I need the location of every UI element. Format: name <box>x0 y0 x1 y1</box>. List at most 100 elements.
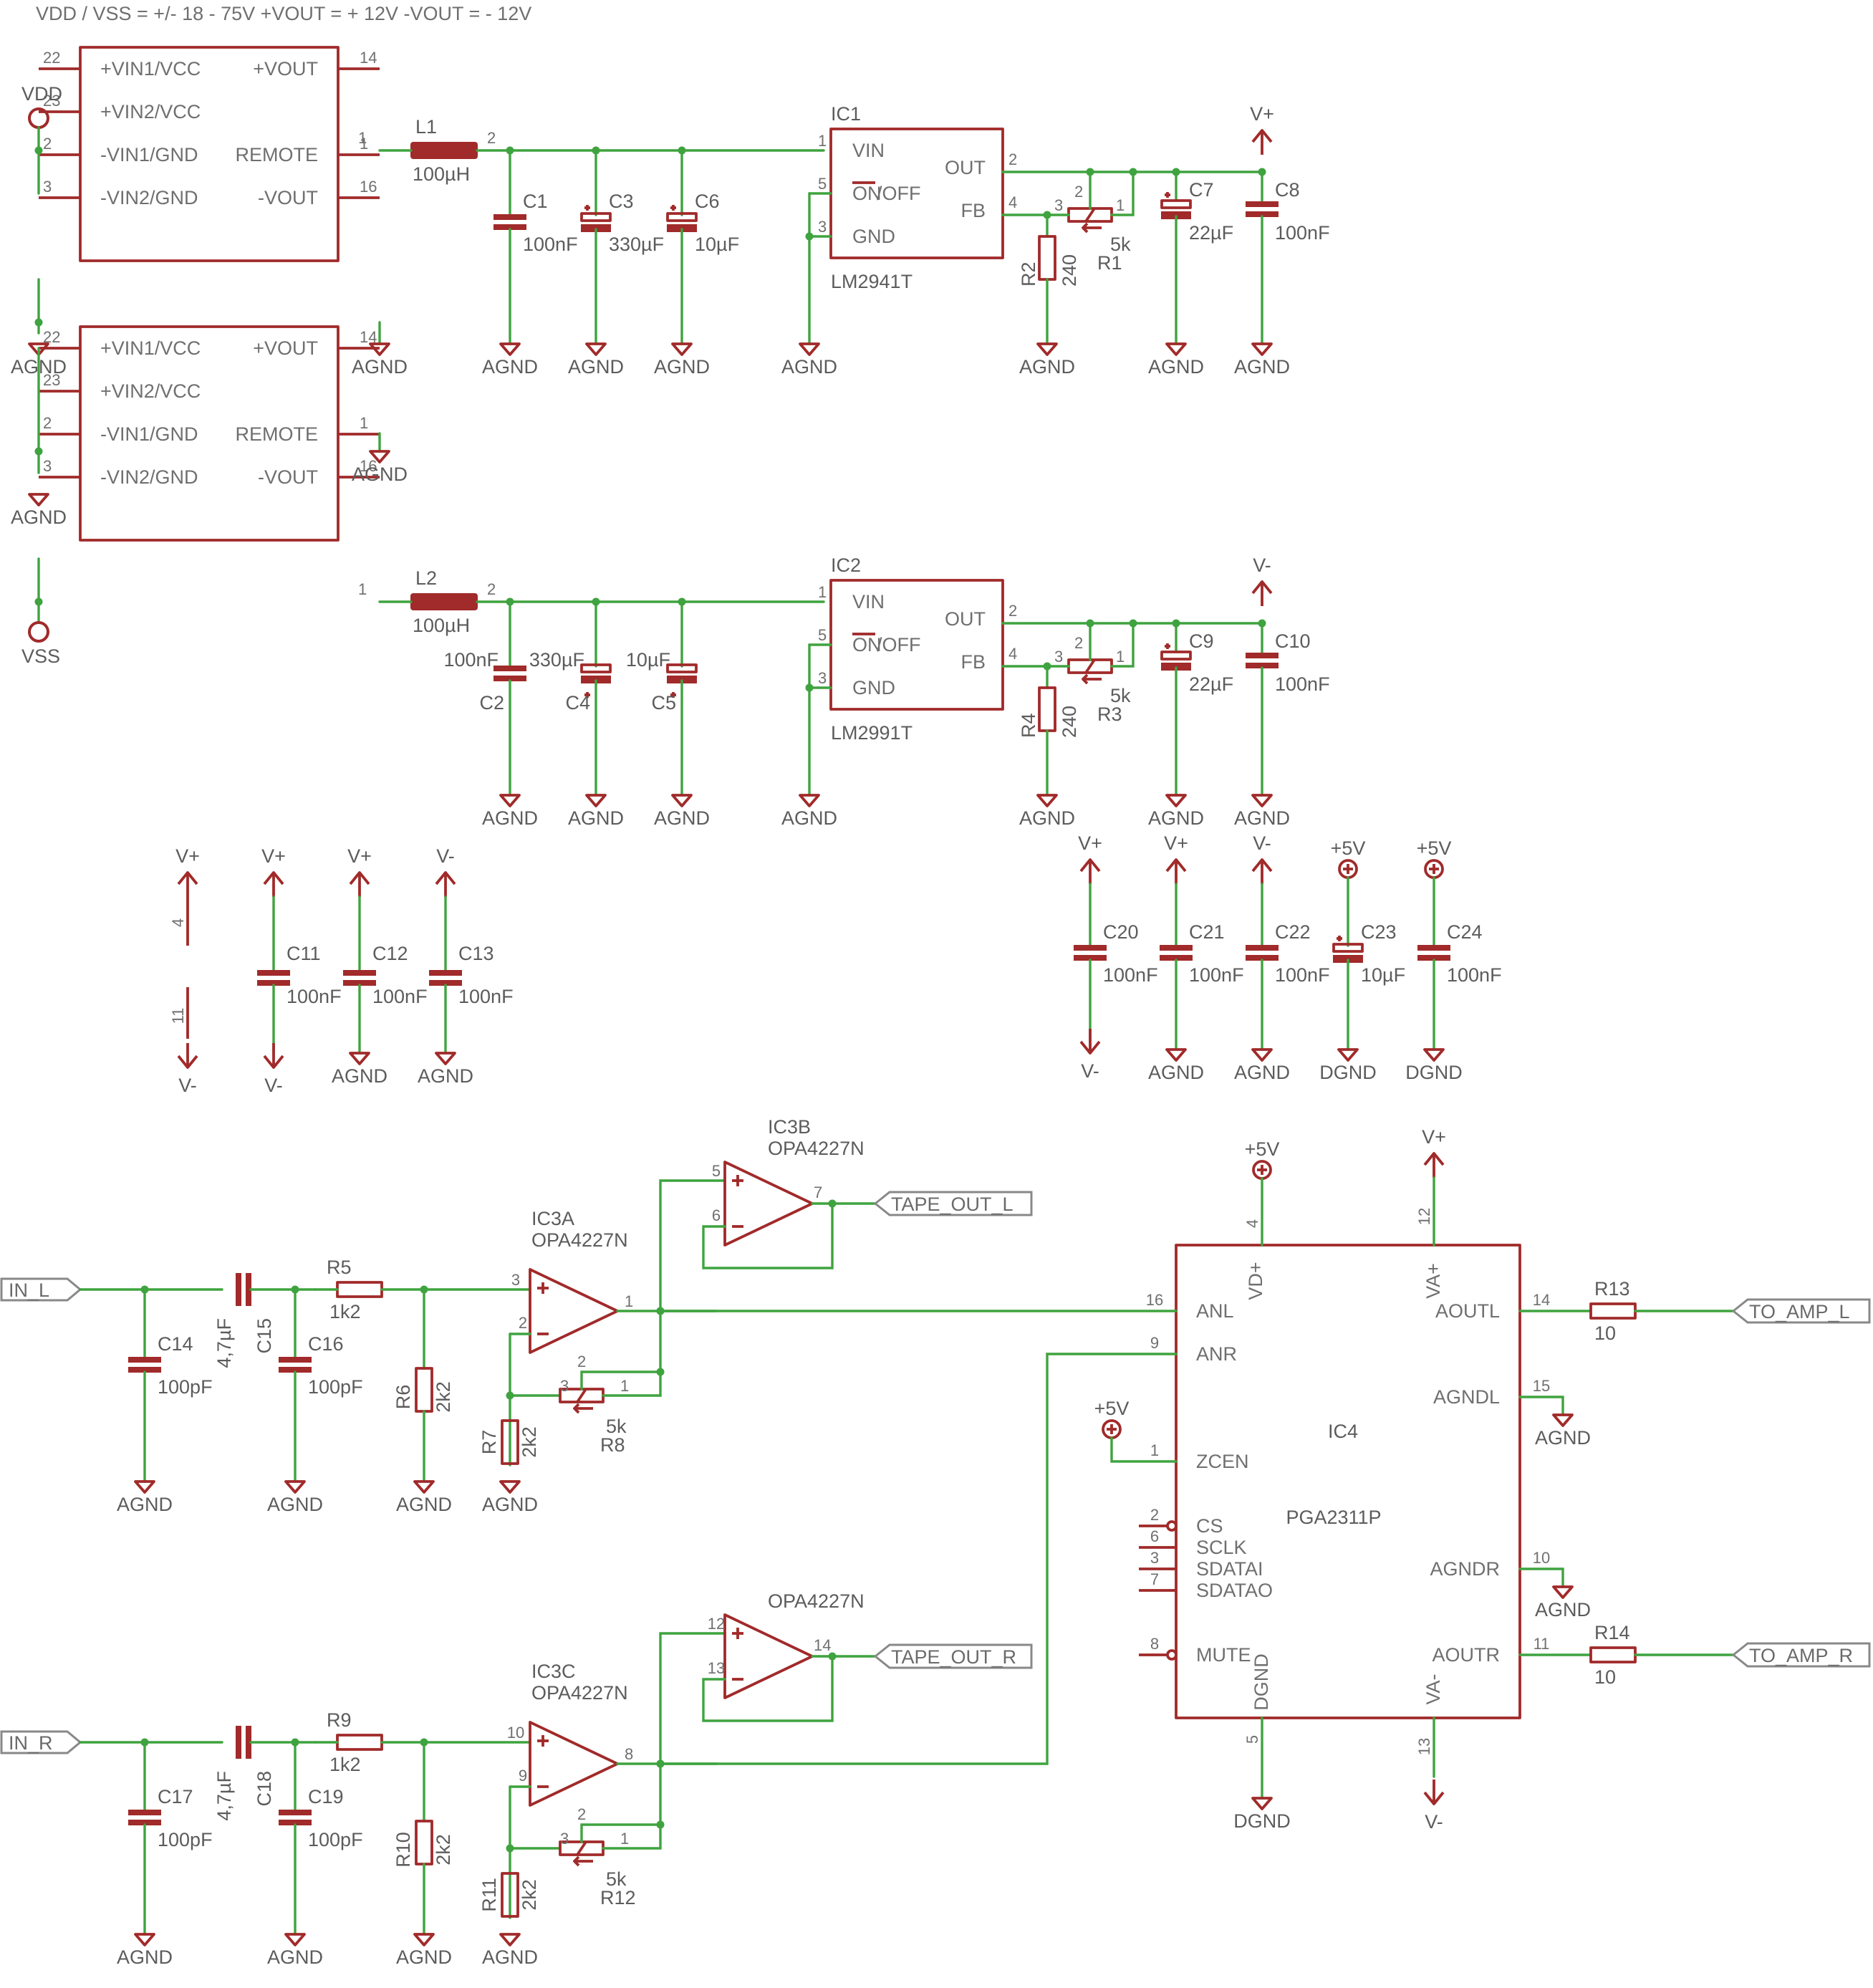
trimmer-arrow <box>1082 222 1089 234</box>
inductor-value: 100µH <box>413 163 470 185</box>
port-label: TO_AMP_L <box>1749 1301 1850 1322</box>
pin-label: -VOUT <box>258 187 318 208</box>
resistor-name: R2 <box>1018 261 1039 287</box>
opamp-body <box>723 1161 814 1247</box>
trimmer-name: R8 <box>600 1434 625 1456</box>
pin-number: 5 <box>818 175 827 193</box>
input-port <box>0 1730 82 1754</box>
capacitor-name: C19 <box>308 1786 344 1807</box>
electrolytic-body <box>1160 650 1192 661</box>
output-port <box>873 1191 1033 1216</box>
pin-number: 5 <box>818 626 827 644</box>
output-port <box>1731 1642 1871 1668</box>
ground-symbol <box>799 794 820 807</box>
ground-symbol <box>284 1480 306 1494</box>
capacitor-plate <box>279 1810 312 1815</box>
pin-number: 3 <box>43 178 52 196</box>
rail-label: V+ <box>1164 832 1188 854</box>
ground-label: AGND <box>568 356 624 378</box>
pin-number: 10 <box>1533 1549 1550 1567</box>
ground-label: AGND <box>352 356 408 378</box>
pin-label: VD+ <box>1245 1262 1266 1300</box>
supply-port <box>28 621 49 643</box>
wire <box>1518 1396 1564 1416</box>
capacitor-value: 10µF <box>626 649 670 671</box>
pin-label: SDATAI <box>1196 1558 1263 1580</box>
pin-label: FB <box>960 651 986 673</box>
capacitor-name: C5 <box>651 692 676 714</box>
capacitor-plate <box>1246 201 1279 207</box>
ic-part: LM2941T <box>831 271 913 292</box>
junction-dot <box>828 1199 837 1208</box>
capacitor-plate <box>279 1357 312 1363</box>
wire <box>1110 622 1135 668</box>
opamp-name: IC3A <box>531 1208 574 1229</box>
inductor-name: L1 <box>415 116 437 138</box>
pin-number: 12 <box>708 1615 725 1633</box>
pin-number: 2 <box>519 1314 527 1332</box>
ground-label: AGND <box>1234 356 1290 378</box>
ground-symbol <box>499 1480 521 1494</box>
ground-symbol <box>1251 794 1273 807</box>
capacitor-name: C1 <box>523 191 548 212</box>
pin-number: 3 <box>818 669 827 687</box>
wire <box>659 1179 726 1312</box>
ground-symbol <box>671 342 693 356</box>
junction-dot <box>656 1307 665 1315</box>
capacitor-name: C6 <box>695 191 720 212</box>
opamp-body <box>723 1613 814 1699</box>
ground-symbol <box>28 493 49 506</box>
pin-label: /OFF <box>877 183 921 204</box>
pin-number: 10 <box>507 1724 524 1742</box>
ground-symbol <box>499 794 521 807</box>
wire <box>602 1762 662 1850</box>
capacitor-value: 100nF <box>1103 964 1158 986</box>
pin-number: 1 <box>1150 1441 1159 1459</box>
capacitor-value: 100nF <box>287 986 342 1007</box>
pin-number: 4 <box>1008 193 1017 211</box>
junction-dot <box>34 597 43 606</box>
wire <box>1110 171 1135 216</box>
ground-label: AGND <box>267 1494 323 1515</box>
resistor-value: 240 <box>1059 706 1080 738</box>
pin-label: VIN <box>852 591 885 613</box>
capacitor-plate <box>1246 653 1279 658</box>
rail-arrow-down <box>1423 1791 1445 1805</box>
capacitor-name: C3 <box>609 191 634 212</box>
ground-label: DGND <box>1233 1810 1291 1832</box>
rail-label: +5V <box>1417 837 1452 859</box>
resistor-value: 1k2 <box>329 1754 361 1775</box>
ground-label: AGND <box>1535 1427 1591 1449</box>
pin-number: 1 <box>358 580 367 598</box>
rail-label: V+ <box>1422 1126 1446 1148</box>
pin-label: /OFF <box>877 634 921 656</box>
capacitor-name: C14 <box>158 1333 193 1355</box>
pin-number: 3 <box>1054 196 1063 214</box>
capacitor-plate <box>257 970 290 976</box>
capacitor-plate <box>493 666 526 671</box>
pin-number: 2 <box>487 129 496 147</box>
capacitor-name: C21 <box>1189 921 1225 943</box>
wire <box>1110 1436 1178 1463</box>
rail-label: V- <box>436 845 455 867</box>
pin-number: 2 <box>1008 602 1017 620</box>
capacitor-name: C2 <box>479 692 504 714</box>
pin-number: 23 <box>43 92 60 110</box>
junction-dot <box>805 232 814 241</box>
pin-label: -VIN1/GND <box>100 144 198 165</box>
pin-label: REMOTE <box>235 144 318 165</box>
pin-number: 1 <box>818 583 827 601</box>
capacitor-name: C22 <box>1275 921 1311 943</box>
junction-dot <box>34 146 43 155</box>
pin-number: 7 <box>814 1183 822 1201</box>
capacitor-plate <box>343 970 376 976</box>
pin-number: 1 <box>360 135 368 153</box>
pin-label: VA- <box>1422 1674 1444 1704</box>
capacitor-name: C7 <box>1189 179 1214 201</box>
pin-number: 1 <box>1116 196 1125 214</box>
pin-number: 6 <box>712 1206 721 1224</box>
capacitor-value: 100nF <box>1189 964 1244 986</box>
opamp-name: IC3B <box>768 1116 811 1138</box>
ground-label: AGND <box>1148 356 1204 378</box>
pin-number: 15 <box>1533 1377 1550 1395</box>
